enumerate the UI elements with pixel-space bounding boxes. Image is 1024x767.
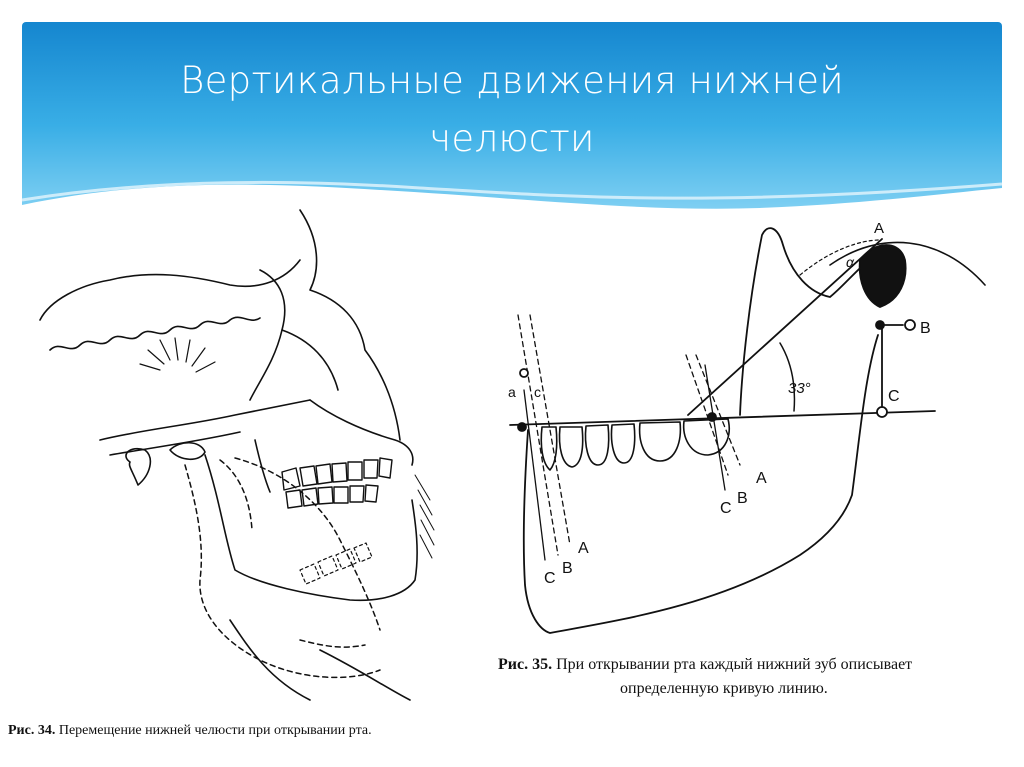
slide-title: Вертикальные движения нижней челюсти [40,52,984,168]
label-molar-C: C [720,500,732,517]
figure-34-caption: Рис. 34. Перемещение нижней челюсти при … [8,723,372,739]
figure-35-caption-line1: При открывании рта каждый нижний зуб опи… [556,656,913,673]
label-a-left: a [508,384,516,400]
figure-34-caption-text: Перемещение нижней челюсти при открывани… [58,723,372,738]
label-B-right: B [920,320,931,337]
slide-title-line1: Вертикальные движения нижней [180,59,844,102]
label-alpha: α [846,254,855,270]
label-incisor-C: C [544,570,556,587]
label-molar-A: A [756,470,767,487]
label-incisor-A: A [578,540,589,557]
label-incisor-B: B [562,560,573,577]
slide-title-line2: челюсти [429,117,595,160]
figure-35-caption: Рис. 35. При открывании рта каждый нижни… [498,653,998,701]
figure-34-skull-drawing [20,200,460,710]
angle-label: 33° [788,380,811,397]
label-molar-B: B [737,490,748,507]
figure-35-caption-line2: определенную кривую линию. [620,680,828,697]
label-C-right: C [888,388,900,405]
figure-35-caption-number: Рис. 35. [498,656,553,673]
label-c-left: c [534,384,541,400]
banner-wave [21,180,1003,260]
figure-34-caption-number: Рис. 34. [8,723,56,738]
label-A-top: A [874,220,884,237]
figure-35-mandible-diagram: 33° A α B C a c C B A C B A [500,215,1000,645]
